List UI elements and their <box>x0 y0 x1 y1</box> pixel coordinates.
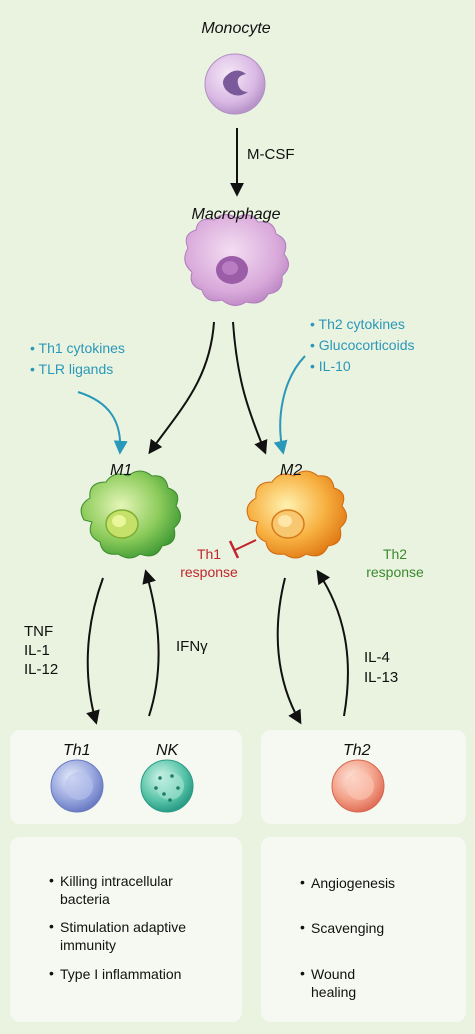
cytokine-label: IL-13 <box>364 669 399 686</box>
macrophage-label: Macrophage <box>191 206 281 223</box>
ifn-gamma-label: IFNγ <box>176 638 208 655</box>
m1-label: M1 <box>110 462 133 479</box>
m2-input-cytokines: IL-4 IL-13 <box>364 648 398 688</box>
nk-label: NK <box>156 742 179 759</box>
m1-cell <box>80 470 181 559</box>
bullet-dot: • <box>49 965 54 981</box>
nk-cell <box>140 759 194 813</box>
cytokine-label: IL-12 <box>24 661 59 678</box>
m2-input-item: • Glucocorticoids <box>310 337 415 353</box>
th2-cell <box>331 759 385 813</box>
th1-cell <box>50 759 104 813</box>
m2-label: M2 <box>280 462 303 479</box>
cytokine-label: TNF <box>24 623 54 640</box>
th2-response-line: Th2 <box>382 546 408 562</box>
m2-cell <box>246 470 347 559</box>
function-item: Scavenging <box>311 920 385 936</box>
th2-response-line: response <box>366 564 424 580</box>
function-item: Angiogenesis <box>311 875 396 891</box>
m2-inputs: • Th2 cytokines • Glucocorticoids • IL-1… <box>310 314 415 377</box>
monocyte-cell <box>204 53 266 115</box>
th1-response-label: Th1 response <box>178 545 240 581</box>
m2-input-item: • Th2 cytokines <box>310 316 405 332</box>
m1-input-item: • Th1 cytokines <box>30 340 125 356</box>
m1-inputs: • Th1 cytokines • TLR ligands <box>30 338 125 380</box>
mcsf-label: M-CSF <box>247 146 295 163</box>
function-item: Wound healing <box>311 966 357 1000</box>
function-item: Killing intracellular bacteria <box>60 873 173 907</box>
th1-label: Th1 <box>63 742 91 759</box>
bullet-dot: • <box>49 918 54 934</box>
th1-response-line: response <box>180 564 238 580</box>
bullet-dot: • <box>300 874 305 890</box>
bullet-dot: • <box>300 965 305 981</box>
m1-input-item: • TLR ligands <box>30 361 114 377</box>
m2-input-item: • IL-10 <box>310 358 351 374</box>
th2-response-label: Th2 response <box>362 545 428 581</box>
monocyte-label: Monocyte <box>201 20 271 37</box>
functions-panel-right <box>261 837 466 1022</box>
cytokine-label: IL-4 <box>364 649 390 666</box>
th1-response-line: Th1 <box>196 546 222 562</box>
functions-panel-left <box>10 837 242 1022</box>
function-item: Stimulation adaptive immunity <box>60 919 187 953</box>
effector-cells-panel-left <box>10 730 242 824</box>
cytokine-label: IL-1 <box>24 642 50 659</box>
bullet-dot: • <box>300 919 305 935</box>
macrophage-cell <box>184 214 289 306</box>
bullet-dot: • <box>49 872 54 888</box>
m1-output-cytokines: TNF IL-1 IL-12 <box>24 622 58 679</box>
function-item: Type I inflammation <box>60 966 182 982</box>
th2-label: Th2 <box>343 742 371 759</box>
